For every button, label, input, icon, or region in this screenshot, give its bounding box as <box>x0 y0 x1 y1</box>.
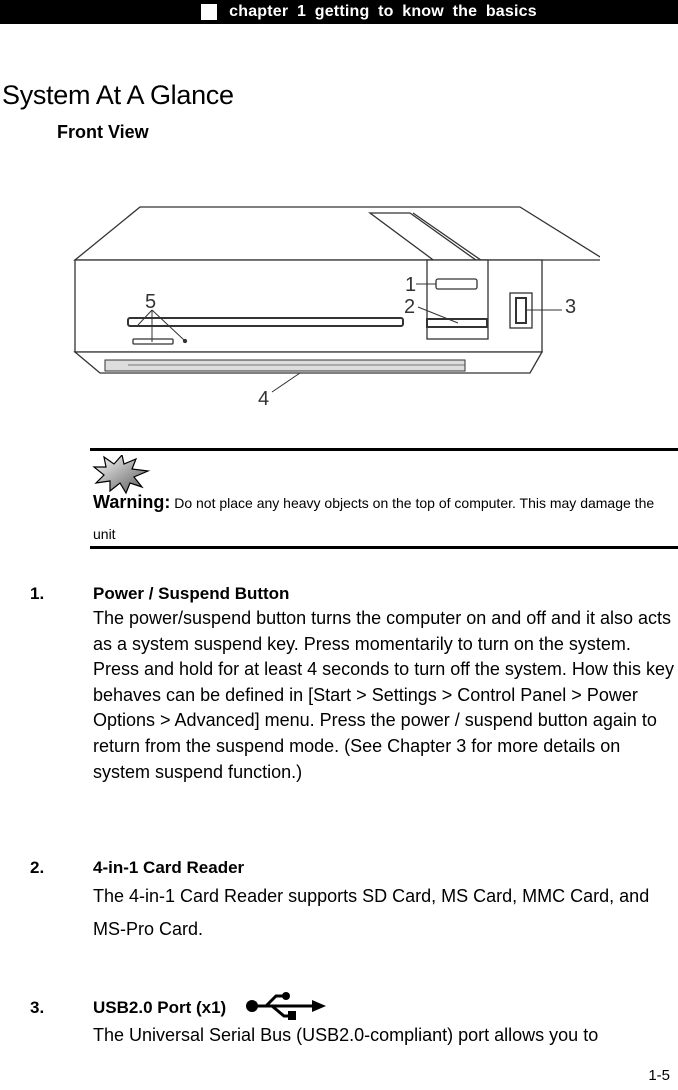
callout-2: 2 <box>404 296 415 318</box>
item-title: USB2.0 Port (x1) <box>93 998 227 1017</box>
callout-3: 3 <box>565 296 576 318</box>
callout-5: 5 <box>145 291 156 313</box>
item-number: 2. <box>30 858 45 877</box>
chapter-title: chapter 1 getting to know the basics <box>229 3 537 20</box>
warning-label: Warning: <box>93 492 171 512</box>
computer-front-view-figure: 1 2 3 4 5 <box>73 206 600 410</box>
section-title: Front View <box>57 122 149 142</box>
explosion-warning-icon <box>92 455 151 495</box>
item-title: Power / Suspend Button <box>93 584 290 603</box>
warning-bottom-rule <box>90 546 678 549</box>
warning-top-rule <box>90 448 678 451</box>
page-number: 1-5 <box>648 1067 670 1084</box>
callout-4: 4 <box>258 388 269 410</box>
page-title: System At A Glance <box>2 80 234 110</box>
callout-1: 1 <box>405 274 416 296</box>
item-usb-port: 3. USB2.0 Port (x1) The Universal Serial… <box>30 992 678 1049</box>
warning-body: Do not place any heavy objects on the to… <box>93 495 655 542</box>
item-number: 3. <box>30 998 45 1017</box>
item-description: The 4-in-1 Card Reader supports SD Card,… <box>93 886 650 939</box>
usb-icon <box>246 992 327 1020</box>
chapter-header-bar: chapter 1 getting to know the basics <box>0 0 678 24</box>
item-card-reader: 2. 4-in-1 Card Reader The 4-in-1 Card Re… <box>30 856 678 946</box>
item-number: 1. <box>30 584 45 603</box>
white-square-icon <box>201 4 218 20</box>
item-description: The power/suspend button turns the compu… <box>93 608 674 782</box>
item-description: The Universal Serial Bus (USB2.0-complia… <box>93 1025 599 1045</box>
item-title: 4-in-1 Card Reader <box>93 858 245 877</box>
item-power-suspend-button: 1. Power / Suspend Button The power/susp… <box>30 582 678 785</box>
warning-message: Warning: Do not place any heavy objects … <box>93 487 678 550</box>
